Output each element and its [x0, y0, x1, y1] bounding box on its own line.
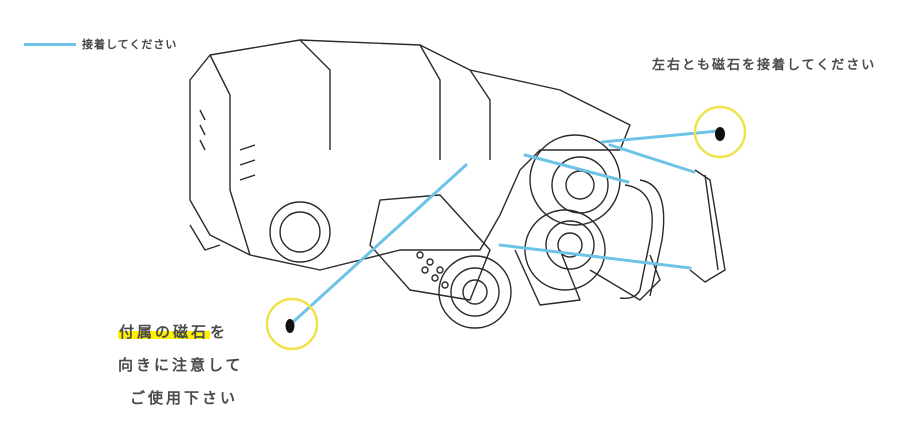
legend-label: 接着してください — [82, 38, 178, 51]
legend-line-swatch — [24, 42, 76, 46]
magnet-callout-right — [693, 105, 747, 159]
right-note: 左右とも磁石を接着してください — [652, 58, 877, 73]
magnet-icon — [285, 319, 295, 333]
magnet-callout-left — [265, 297, 319, 351]
guide-lines — [290, 129, 720, 325]
legend: 接着してください — [24, 36, 177, 52]
guide-line-right-lower — [498, 243, 692, 270]
left-note-highlight: 付属の磁石 — [118, 323, 211, 341]
device-outline — [189, 39, 726, 329]
guide-line-mid — [523, 153, 630, 184]
left-note-line3: ご使用下さい — [130, 389, 239, 407]
left-note: 付属の磁石を 向きに注意して ご使用下さい — [118, 316, 278, 415]
left-note-line2: 向きに注意して — [118, 356, 244, 374]
guide-line-right-top — [600, 129, 720, 144]
vent-holes — [416, 251, 449, 289]
magnet-icon — [715, 127, 725, 141]
guide-line-right-handle — [608, 143, 696, 174]
left-note-after-highlight: を — [210, 323, 229, 341]
guide-line-left — [290, 163, 468, 325]
